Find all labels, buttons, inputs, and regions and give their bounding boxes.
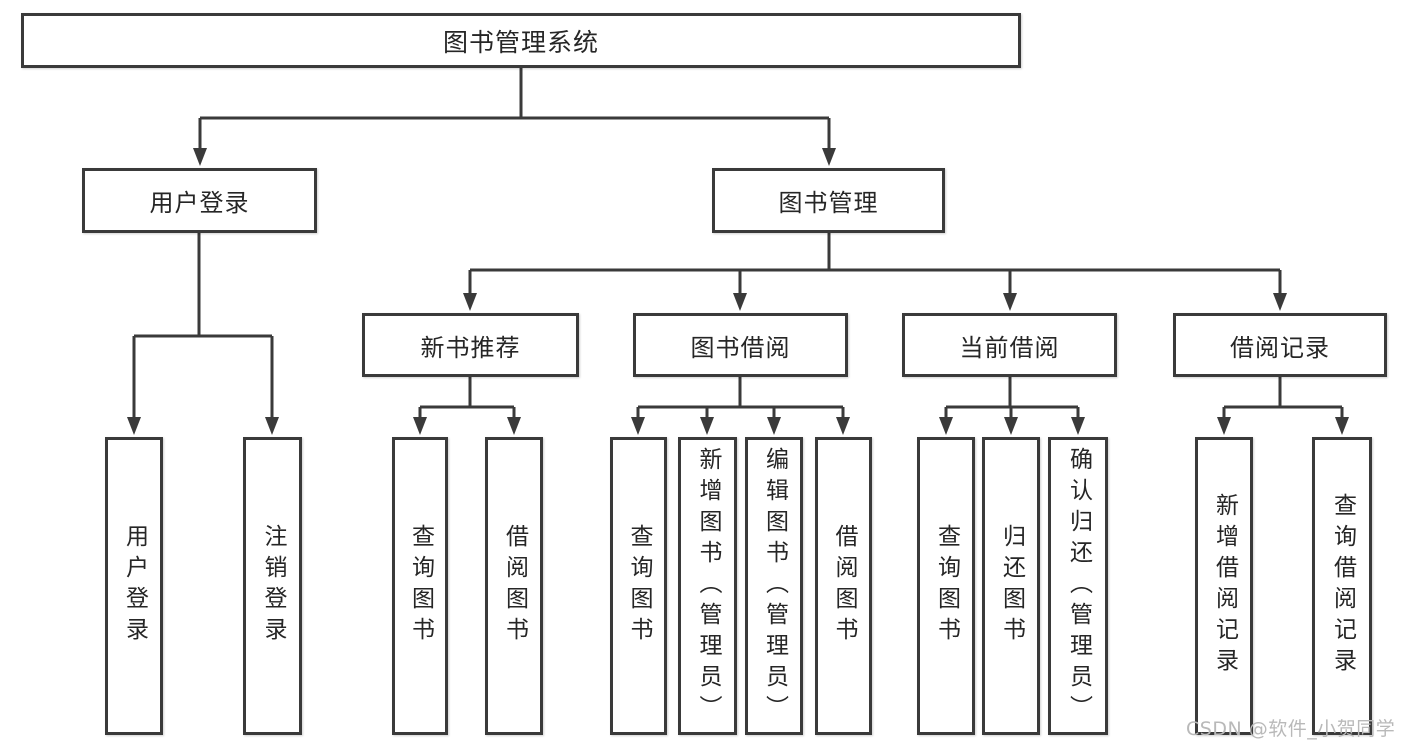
node-borrow-record: 借阅记录 — [1173, 313, 1387, 377]
arrowhead — [1335, 417, 1349, 435]
arrowhead — [700, 417, 714, 435]
node-leaf-br-add-record-label: 新增借阅记录 — [1211, 493, 1238, 679]
node-leaf-cb-return-books-label: 归还图书 — [998, 524, 1025, 648]
node-borrow-record-label: 借阅记录 — [1230, 333, 1330, 362]
node-leaf-nbr-borrow-books-label: 借阅图书 — [501, 524, 528, 648]
arrowhead — [193, 148, 207, 166]
node-user-login: 用户登录 — [82, 168, 317, 233]
connector-userlogin-to-leaves — [132, 231, 274, 419]
connector-root-to-level2 — [198, 66, 831, 150]
node-user-login-label: 用户登录 — [149, 189, 250, 217]
arrowhead — [1273, 293, 1287, 311]
arrowhead — [265, 417, 279, 435]
arrowhead — [631, 417, 645, 435]
csdn-watermark: CSDN @软件_小贺同学 — [1186, 718, 1396, 740]
node-leaf-nbr-borrow-books: 借阅图书 — [485, 437, 543, 735]
connector-bookborrow-to-leaves — [636, 375, 845, 419]
node-leaf-br-add-record: 新增借阅记录 — [1195, 437, 1253, 735]
node-leaf-br-query-record-label: 查询借阅记录 — [1329, 493, 1356, 679]
node-leaf-bb-add-books-label: 新增图书（管理员） — [695, 446, 721, 726]
node-leaf-br-query-record: 查询借阅记录 — [1312, 437, 1372, 735]
node-book-management-label: 图书管理 — [778, 189, 879, 217]
arrowhead — [1071, 417, 1085, 435]
arrowhead — [733, 293, 747, 311]
connector-borrowrecord-to-leaves — [1222, 375, 1344, 419]
node-book-borrow-label: 图书借阅 — [690, 333, 791, 362]
node-leaf-user-login: 用户登录 — [105, 437, 163, 735]
node-leaf-logout-label: 注销登录 — [260, 524, 286, 648]
arrowhead — [1004, 417, 1018, 435]
node-leaf-user-login-label: 用户登录 — [121, 524, 148, 648]
connector-currentborrow-to-leaves — [944, 375, 1080, 419]
node-leaf-bb-edit-books-label: 编辑图书（管理员） — [761, 446, 788, 726]
node-leaf-cb-return-books: 归还图书 — [982, 437, 1040, 735]
node-book-management: 图书管理 — [712, 168, 945, 233]
node-leaf-cb-query-books: 查询图书 — [917, 437, 975, 735]
node-root-label: 图书管理系统 — [442, 27, 599, 57]
node-leaf-cb-confirm-return-label: 确认归还（管理员） — [1065, 446, 1092, 726]
node-current-borrow: 当前借阅 — [902, 313, 1117, 377]
arrowhead — [836, 417, 850, 435]
node-leaf-logout: 注销登录 — [243, 437, 302, 735]
node-leaf-bb-borrow-books: 借阅图书 — [815, 437, 872, 735]
connector-newbook-to-leaves — [418, 375, 516, 419]
node-leaf-bb-edit-books: 编辑图书（管理员） — [745, 437, 803, 735]
node-book-borrow: 图书借阅 — [633, 313, 848, 377]
arrowhead — [463, 293, 477, 311]
node-leaf-bb-borrow-books-label: 借阅图书 — [831, 524, 857, 648]
arrowhead — [507, 417, 521, 435]
arrowhead — [939, 417, 953, 435]
node-leaf-nbr-query-books-label: 查询图书 — [407, 524, 434, 648]
node-leaf-bb-add-books: 新增图书（管理员） — [678, 437, 737, 735]
node-leaf-bb-query-books-label: 查询图书 — [626, 524, 652, 648]
node-leaf-bb-query-books: 查询图书 — [610, 437, 667, 735]
node-current-borrow-label: 当前借阅 — [959, 333, 1060, 362]
node-leaf-cb-query-books-label: 查询图书 — [933, 524, 960, 648]
node-leaf-cb-confirm-return: 确认归还（管理员） — [1048, 437, 1108, 735]
arrowhead — [1003, 293, 1017, 311]
node-leaf-nbr-query-books: 查询图书 — [392, 437, 448, 735]
arrowhead — [1217, 417, 1231, 435]
node-root: 图书管理系统 — [21, 13, 1021, 68]
arrowhead — [767, 417, 781, 435]
node-new-book-recommend-label: 新书推荐 — [420, 333, 521, 362]
arrowhead — [822, 148, 836, 166]
arrowhead — [127, 417, 141, 435]
node-new-book-recommend: 新书推荐 — [362, 313, 579, 377]
arrowhead — [413, 417, 427, 435]
connector-bookmgmt-to-level3 — [468, 231, 1282, 295]
